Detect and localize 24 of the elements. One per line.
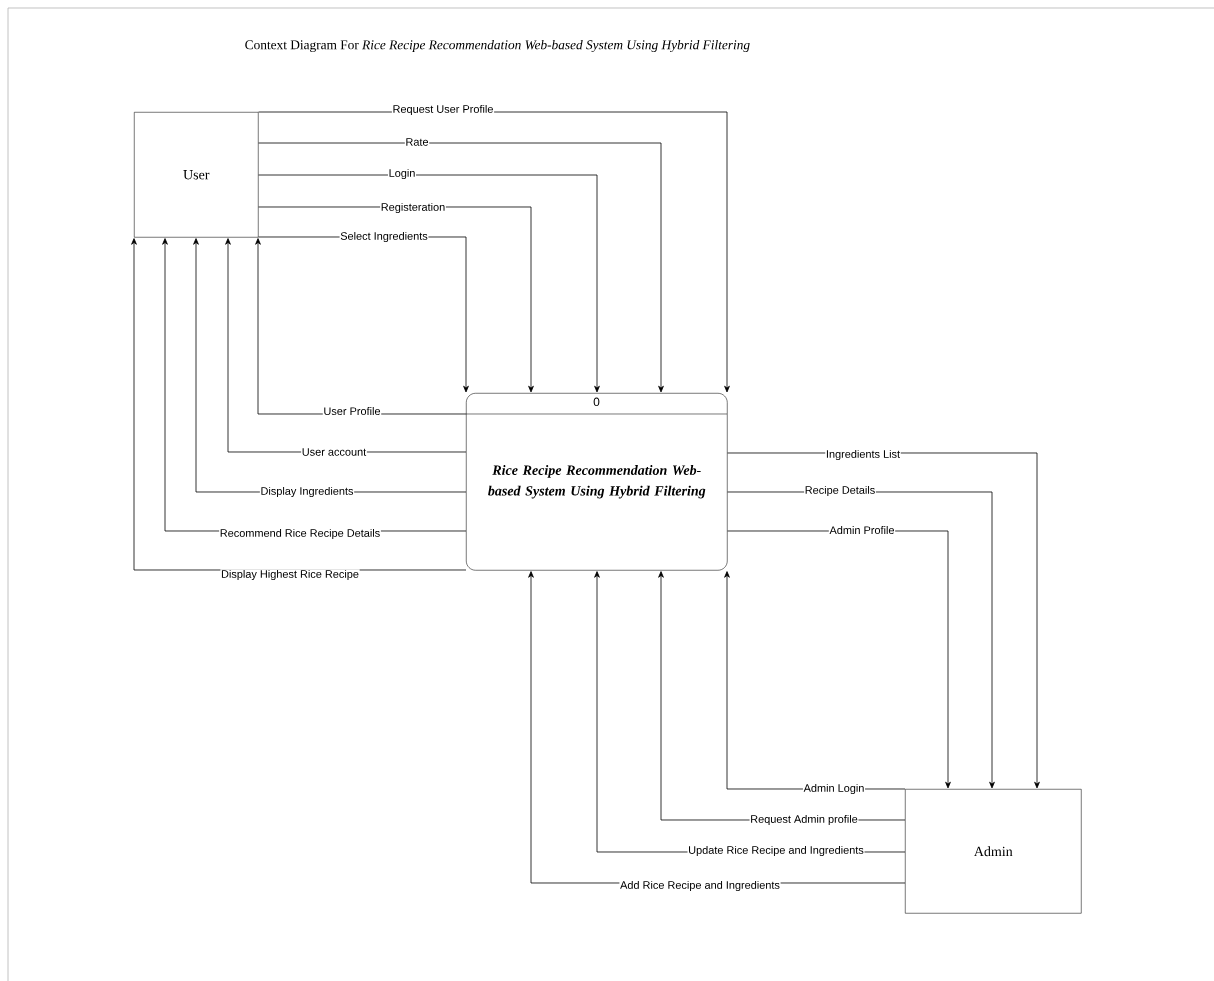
edge-label: Registeration bbox=[380, 202, 446, 214]
edge-label: Request User Profile bbox=[391, 104, 495, 116]
edge-label: User account bbox=[301, 447, 367, 457]
edge-label: Ingredients List bbox=[825, 449, 901, 461]
edge-label: Recipe Details bbox=[804, 485, 876, 497]
edge-label: Request Admin profile bbox=[749, 814, 859, 826]
entity-box: User bbox=[134, 112, 259, 238]
arrow bbox=[258, 142, 664, 393]
edge-label: Add Rice Recipe and Ingredients bbox=[619, 880, 781, 892]
arrow bbox=[258, 174, 600, 393]
edge-label: Admin Login bbox=[802, 783, 866, 795]
arrow bbox=[727, 452, 1040, 789]
process-box: Rice Recipe Recommendation Web-based System Using Hybrid Filtering 0 bbox=[465, 393, 728, 571]
edge-label: Display Highest Rice Recipe bbox=[220, 569, 360, 581]
entity-box: Admin bbox=[905, 789, 1082, 914]
edge-label: Rate bbox=[404, 137, 430, 147]
edge-label: Recommend Rice Recipe Details bbox=[219, 528, 381, 540]
edge-label: User Profile bbox=[322, 406, 382, 416]
edge-label: Select Ingredients bbox=[339, 231, 429, 243]
title: Context Diagram For Rice Recipe Recommendation Web-based System Using Hybrid Filtering bbox=[245, 39, 750, 53]
edge-label: Update Rice Recipe and Ingredients bbox=[687, 845, 865, 857]
edge-label: Login bbox=[387, 168, 417, 180]
edge-label: Display Ingredients bbox=[259, 486, 355, 498]
edge-label: Admin Profile bbox=[828, 525, 896, 535]
